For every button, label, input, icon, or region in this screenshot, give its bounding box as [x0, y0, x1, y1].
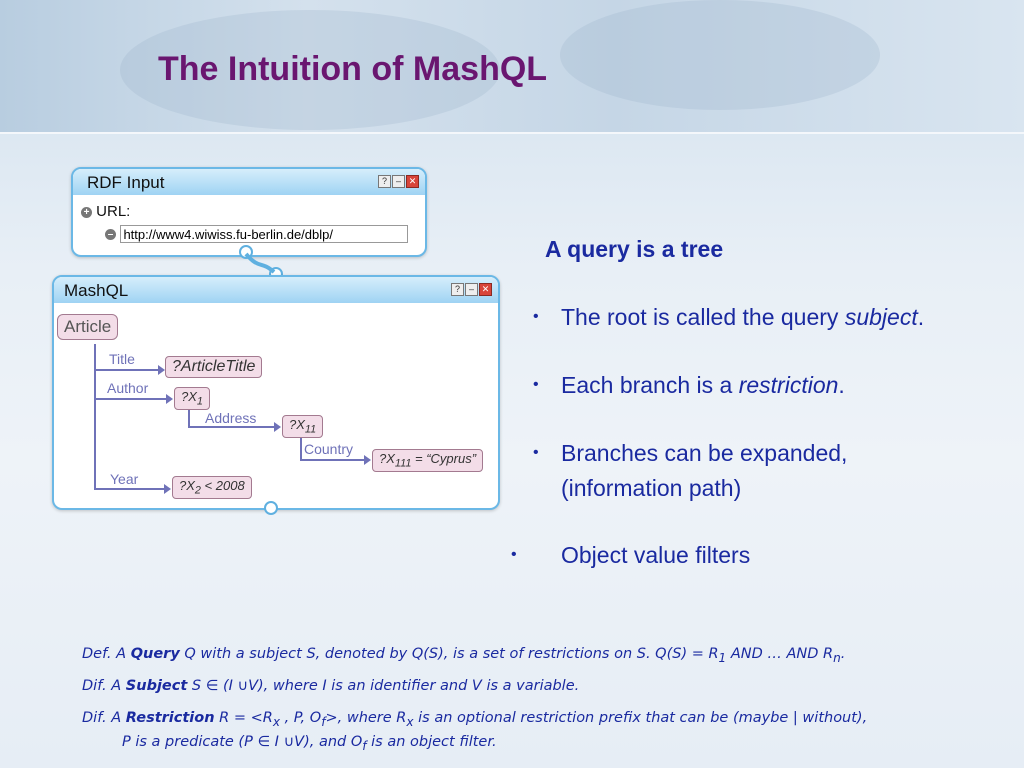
tree-line	[94, 488, 166, 490]
header-banner	[0, 0, 1024, 134]
bullet-text: Object value filters	[561, 542, 751, 568]
def-text: R = <R	[214, 710, 273, 726]
bullet-emphasis: subject	[844, 304, 918, 330]
def-sub: x	[272, 714, 280, 729]
minimize-icon[interactable]: –	[465, 283, 478, 296]
bullet-expanded: • Branches can be expanded,	[533, 440, 848, 467]
subject-node[interactable]: Article	[57, 314, 119, 340]
object-node-x1[interactable]: ?X1	[174, 387, 210, 410]
def-text: AND … AND R	[726, 646, 834, 662]
bullet-dot: •	[533, 444, 539, 461]
node-filter: = “Cyprus”	[411, 451, 477, 466]
tree-line	[188, 406, 190, 426]
bullet-text: Branches can be expanded,	[561, 440, 848, 466]
bullet-dot: •	[533, 376, 539, 393]
def-text: .	[840, 646, 846, 662]
rdf-input-panel: RDF Input ? – ✕ + URL: –	[71, 167, 427, 257]
tree-line	[94, 344, 96, 488]
map-decoration	[120, 10, 500, 130]
help-icon[interactable]: ?	[451, 283, 464, 296]
node-var-sub: 11	[304, 423, 317, 436]
bullet-expanded-line2: (information path)	[561, 475, 742, 501]
definition-restriction-line2: P is a predicate (P ∈ I ∪V), and Of is a…	[122, 734, 497, 753]
url-label: URL:	[96, 203, 131, 220]
def-sub: f	[362, 738, 367, 753]
object-node-x11[interactable]: ?X11	[282, 415, 324, 438]
bullet-filters: • Object value filters	[511, 542, 751, 569]
edge-label-author[interactable]: Author	[107, 380, 149, 396]
def-text: >, where R	[325, 710, 407, 726]
node-var: ?X	[379, 451, 395, 466]
def-text: Dif. A	[82, 678, 126, 694]
bullet-restriction: • Each branch is a restriction.	[533, 372, 845, 399]
collapse-icon[interactable]: –	[105, 228, 116, 240]
def-sub: f	[321, 714, 326, 729]
tree-line	[94, 369, 158, 371]
mashql-panel-title: MashQL	[64, 281, 129, 300]
expand-icon[interactable]: +	[81, 206, 92, 218]
node-var: ?X	[179, 478, 195, 493]
definition-query: Def. A Query Q with a subject S, denoted…	[82, 646, 845, 665]
object-node-article-title[interactable]: ?ArticleTitle	[165, 356, 263, 378]
edge-label-year[interactable]: Year	[110, 471, 139, 487]
node-filter: < 2008	[200, 478, 245, 493]
tree-line	[300, 459, 366, 461]
definition-restriction: Dif. A Restriction R = <Rx , P, Of>, whe…	[82, 710, 867, 729]
node-var: ?X	[289, 417, 305, 432]
node-var-sub: 1	[196, 395, 203, 408]
def-text: Dif. A	[82, 710, 126, 726]
link-line	[244, 252, 276, 274]
url-input[interactable]	[120, 225, 409, 243]
bullet-subject: • The root is called the query subject.	[533, 304, 925, 331]
def-term: Subject	[125, 678, 188, 694]
def-text: is an optional restriction prefix that c…	[413, 710, 868, 726]
edge-label-address[interactable]: Address	[205, 410, 257, 426]
edge-label-title[interactable]: Title	[109, 351, 135, 367]
definition-subject: Dif. A Subject S ∈ (I ∪V), where I is an…	[82, 678, 579, 694]
node-var-sub: 111	[394, 457, 412, 470]
def-sub: 1	[718, 650, 727, 665]
def-text: P is a predicate (P ∈ I ∪V), and O	[122, 734, 363, 750]
close-icon[interactable]: ✕	[406, 175, 419, 188]
def-text: S ∈ (I ∪V), where I is an identifier and…	[187, 678, 580, 694]
bullet-text: The root is called the query	[561, 304, 845, 330]
mashql-panel: MashQL ? – ✕	[52, 275, 500, 510]
def-text: is an object filter.	[366, 734, 497, 750]
bullets-heading: A query is a tree	[545, 236, 724, 262]
node-var: ?X	[181, 389, 197, 404]
slide-title: The Intuition of MashQL	[158, 50, 548, 88]
bullet-dot: •	[511, 546, 517, 563]
bullet-text: Each branch is a	[561, 372, 739, 398]
bullet-emphasis: restriction	[738, 372, 839, 398]
node-var-sub: 2	[194, 484, 201, 497]
def-sub: x	[406, 714, 414, 729]
link-connector[interactable]	[264, 501, 278, 515]
close-icon[interactable]: ✕	[479, 283, 492, 296]
edge-label-country[interactable]: Country	[304, 441, 354, 457]
def-text: Q with a subject S, denoted by Q(S), is …	[179, 646, 719, 662]
help-icon[interactable]: ?	[378, 175, 391, 188]
tree-line	[94, 398, 166, 400]
tree-line	[300, 435, 302, 459]
def-text: , P, O	[279, 710, 322, 726]
bullet-dot: •	[533, 308, 539, 325]
window-controls: ? – ✕	[451, 283, 492, 296]
def-term: Restriction	[125, 710, 215, 726]
def-term: Query	[130, 646, 180, 662]
object-node-x2-filter[interactable]: ?X2 < 2008	[172, 476, 252, 499]
minimize-icon[interactable]: –	[392, 175, 405, 188]
rdf-panel-title: RDF Input	[87, 173, 165, 192]
map-decoration	[560, 0, 880, 110]
window-controls: ? – ✕	[378, 175, 419, 188]
def-text: Def. A	[82, 646, 131, 662]
object-node-x111-filter[interactable]: ?X111 = “Cyprus”	[372, 449, 484, 472]
bullet-text: .	[917, 304, 925, 330]
rdf-panel-header[interactable]: RDF Input ? – ✕	[73, 169, 425, 195]
mashql-panel-header[interactable]: MashQL ? – ✕	[54, 277, 498, 303]
tree-line	[188, 426, 274, 428]
bullet-text: .	[838, 372, 845, 398]
def-sub: n	[833, 650, 841, 665]
